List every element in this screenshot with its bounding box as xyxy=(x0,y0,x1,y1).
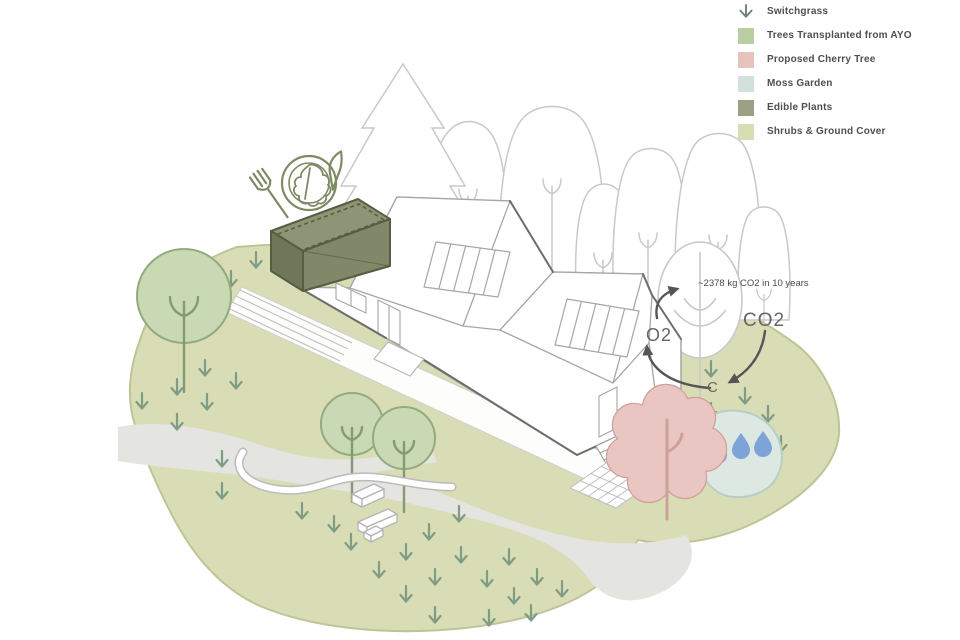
transplanted-trees xyxy=(136,248,436,514)
wall-openings xyxy=(335,282,618,438)
co2-label: CO2 xyxy=(743,310,785,331)
legend-swatch-cherry xyxy=(738,51,754,68)
legend-item-shrubs: Shrubs & Ground Cover xyxy=(738,123,953,140)
o2-label: O2 xyxy=(646,325,672,345)
legend-label: Trees Transplanted from AYO xyxy=(767,30,912,41)
legend-label: Edible Plants xyxy=(767,102,833,113)
benches xyxy=(234,447,457,543)
cherry-trunk xyxy=(665,418,684,521)
bench-box xyxy=(351,483,385,508)
legend-swatch-edible xyxy=(738,99,754,116)
walkway-steps xyxy=(227,289,353,362)
porch-slab xyxy=(373,341,425,377)
legend-label: Proposed Cherry Tree xyxy=(767,54,876,65)
legend-label: Moss Garden xyxy=(767,78,833,89)
oak-leaf xyxy=(292,163,332,207)
legend-item-edible: Edible Plants xyxy=(738,99,953,116)
switchgrass-arrow-icon xyxy=(739,3,753,18)
c-label: C xyxy=(707,379,718,396)
legend-item-trees-ayo: Trees Transplanted from AYO xyxy=(738,27,953,44)
legend: Switchgrass Trees Transplanted from AYO … xyxy=(738,3,953,147)
bench-box-l xyxy=(357,508,398,543)
cherry-tree xyxy=(605,383,728,521)
legend-item-switchgrass: Switchgrass xyxy=(738,3,953,20)
gravel-path xyxy=(118,424,692,601)
legend-item-cherry: Proposed Cherry Tree xyxy=(738,51,953,68)
legend-label: Shrubs & Ground Cover xyxy=(767,126,886,137)
legend-label: Switchgrass xyxy=(767,6,829,17)
arrow-o2-to-tree xyxy=(655,285,680,320)
outline-tree xyxy=(737,206,791,321)
legend-swatch-trees xyxy=(738,27,754,44)
legend-item-moss: Moss Garden xyxy=(738,75,953,92)
carbon-note: ~2378 kg CO2 in 10 years xyxy=(698,278,809,289)
skylight-strip xyxy=(554,298,640,358)
arrow-co2-to-c xyxy=(727,329,767,384)
carbon-cycle: ~2378 kg CO2 in 10 years O2 CO2 C xyxy=(642,278,809,396)
fork-icon xyxy=(248,167,289,219)
edible-plants-bed xyxy=(270,198,391,292)
legend-swatch-shrubs xyxy=(738,123,754,140)
skylights xyxy=(423,241,640,358)
arrow-c-to-o2 xyxy=(642,344,712,390)
legend-swatch-moss xyxy=(738,75,754,92)
carbon-capture-tree xyxy=(657,241,743,424)
skylight-strip xyxy=(423,241,511,298)
edible-plate-icon xyxy=(248,150,343,219)
knife-icon xyxy=(328,150,343,191)
